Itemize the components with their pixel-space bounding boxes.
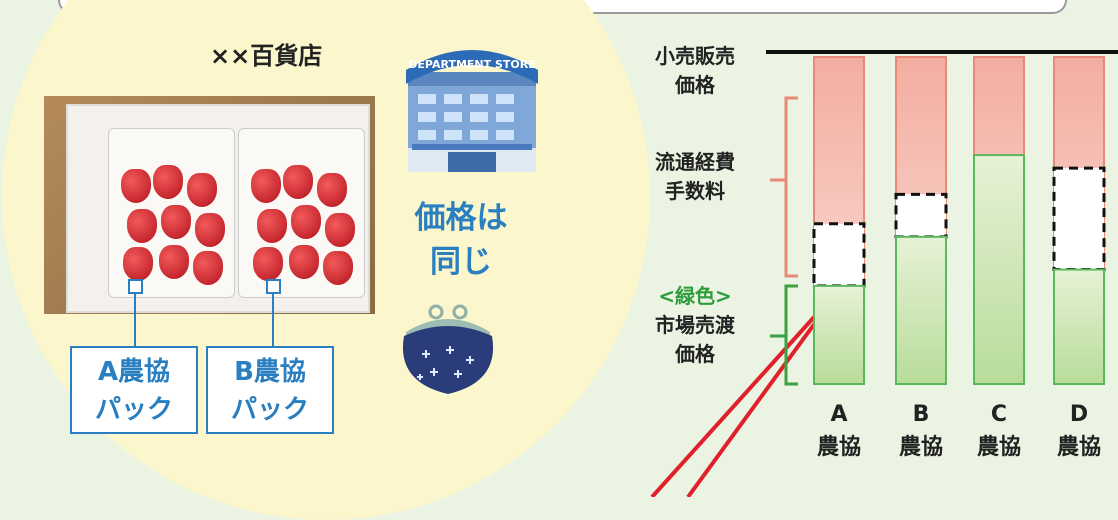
box	[66, 104, 370, 313]
retail-price-label-line2: 価格	[675, 73, 715, 97]
market-brace	[784, 284, 798, 386]
pack-b-label-line1: B農協	[234, 357, 306, 387]
bar-a-letter: A	[830, 402, 847, 427]
pack-a-connector	[134, 293, 136, 346]
green-note: <緑色>	[658, 284, 732, 308]
retail-price-label-line1: 小売販売	[655, 44, 735, 68]
fee-label-line1: 流通経費	[655, 150, 735, 174]
pack-b-label-line2: パック	[230, 395, 309, 425]
pack-b-label: B農協 パック	[206, 346, 334, 434]
bar-d-market	[1053, 268, 1105, 385]
bar-a-fee-box	[812, 222, 866, 288]
bar-c-name: 農協	[977, 434, 1021, 460]
market-price-label: <緑色> 市場売渡 価格	[632, 282, 758, 369]
pack-a-label-line2: パック	[94, 395, 173, 425]
bar-b-fee-box	[894, 192, 948, 239]
purse-icon	[402, 304, 494, 394]
bar-a-market	[813, 284, 865, 385]
market-price-label-line1: 市場売渡	[655, 313, 735, 337]
bar-d-letter: D	[1070, 402, 1088, 427]
pack-b	[238, 128, 365, 298]
fee-label: 流通経費 手数料	[632, 148, 758, 206]
retail-price-label: 小売販売 価格	[632, 42, 758, 100]
bar-d-fee-box	[1052, 166, 1106, 272]
price-breakdown-diagram: A 農協 B 農協 C 農協 D 農協	[766, 50, 1118, 460]
fee-brace	[784, 96, 798, 278]
market-price-label-line2: 価格	[675, 342, 715, 366]
bar-b-letter: B	[913, 402, 930, 427]
bar-b-market	[895, 235, 947, 385]
fee-label-line2: 手数料	[665, 179, 725, 203]
department-store-icon: DEPARTMENT STORE	[406, 50, 538, 172]
same-price-text: 価格は 同じ	[396, 196, 526, 284]
bar-b-name: 農協	[899, 434, 943, 460]
pack-a-label-line1: A農協	[97, 357, 171, 387]
pack-b-connector	[272, 293, 274, 346]
store-name: ××百貨店	[210, 42, 323, 70]
same-price-line2: 同じ	[430, 244, 492, 280]
bar-a-name: 農協	[817, 434, 861, 460]
bar-c-market	[973, 154, 1025, 385]
bar-c-letter: C	[991, 402, 1007, 427]
bar-d-name: 農協	[1057, 434, 1101, 460]
pack-a	[108, 128, 235, 298]
pack-a-label: A農協 パック	[70, 346, 198, 434]
same-price-line1: 価格は	[414, 200, 508, 236]
store-sign-text: DEPARTMENT STORE	[408, 58, 535, 71]
strawberry-box-photo	[44, 96, 375, 314]
